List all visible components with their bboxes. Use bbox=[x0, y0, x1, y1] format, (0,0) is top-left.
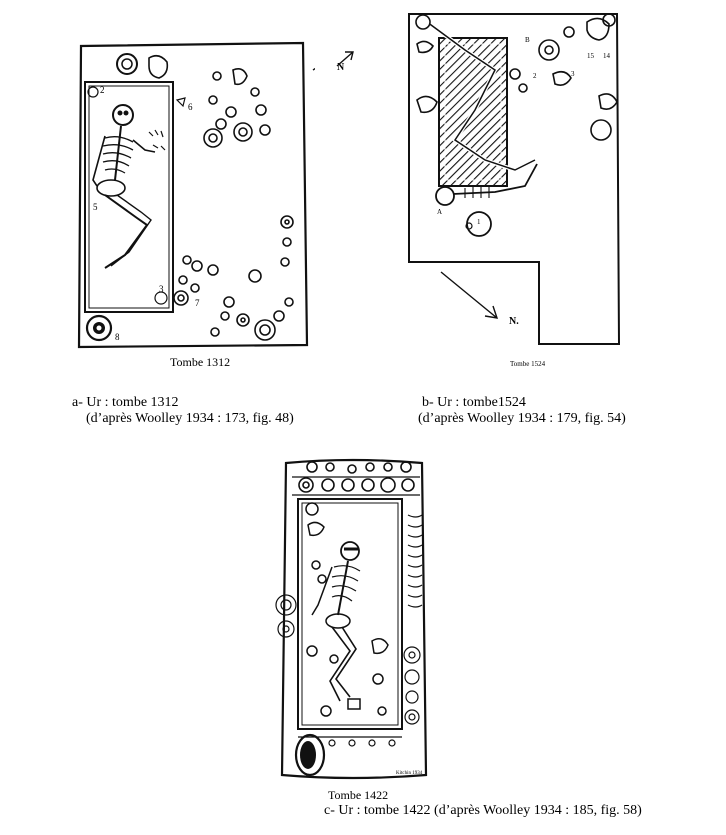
object-number-5: 5 bbox=[93, 202, 98, 212]
object-letter-A: A bbox=[437, 208, 443, 216]
object-number-2: 2 bbox=[533, 72, 537, 80]
signature: Kitchin 1934 bbox=[396, 771, 423, 776]
object-number-2: 2 bbox=[100, 85, 105, 95]
caption-b-line1: b- Ur : tombe1524 bbox=[422, 395, 526, 410]
tomb-1524-plan-drawing bbox=[408, 13, 621, 345]
object-number-8: 8 bbox=[115, 332, 120, 342]
caption-a: a- Ur : tombe 1312 (d’après Woolley 1934… bbox=[72, 395, 294, 427]
plan-label-a: Tombe 1312 bbox=[170, 355, 231, 369]
plan-label-c: Tombe 1422 bbox=[328, 788, 389, 802]
object-letter-B: B bbox=[525, 36, 530, 44]
caption-b-line2: (d’après Woolley 1934 : 179, fig. 54) bbox=[418, 411, 626, 426]
north-label: N. bbox=[509, 316, 519, 327]
figure-a-tomb-1312: N 2 6 5 3 7 8 bbox=[75, 40, 348, 350]
object-number-1: 1 bbox=[477, 218, 481, 226]
object-number-7: 7 bbox=[195, 298, 200, 308]
object-number-14: 14 bbox=[603, 52, 610, 60]
caption-a-line1: a- Ur : tombe 1312 bbox=[72, 395, 179, 410]
north-label: N bbox=[337, 62, 345, 73]
tomb-1422-plan-drawing bbox=[275, 458, 428, 780]
caption-b: b- Ur : tombe1524 (d’après Woolley 1934 … bbox=[418, 395, 626, 427]
object-number-15: 15 bbox=[587, 52, 594, 60]
north-arrow-a bbox=[336, 51, 354, 67]
figure-c-tomb-1422: Kitchin 1934 bbox=[272, 455, 432, 785]
object-number-3: 3 bbox=[571, 70, 575, 78]
caption-a-line2: (d’après Woolley 1934 : 173, fig. 48) bbox=[86, 411, 294, 426]
object-number-6: 6 bbox=[188, 102, 193, 112]
figure-b-tomb-1524: B 2 3 15 14 A 1 N. bbox=[405, 10, 625, 350]
object-number-3: 3 bbox=[159, 284, 164, 294]
plan-label-b: Tombe 1524 bbox=[510, 360, 546, 368]
caption-c: c- Ur : tombe 1422 (d’après Woolley 1934… bbox=[324, 803, 642, 818]
